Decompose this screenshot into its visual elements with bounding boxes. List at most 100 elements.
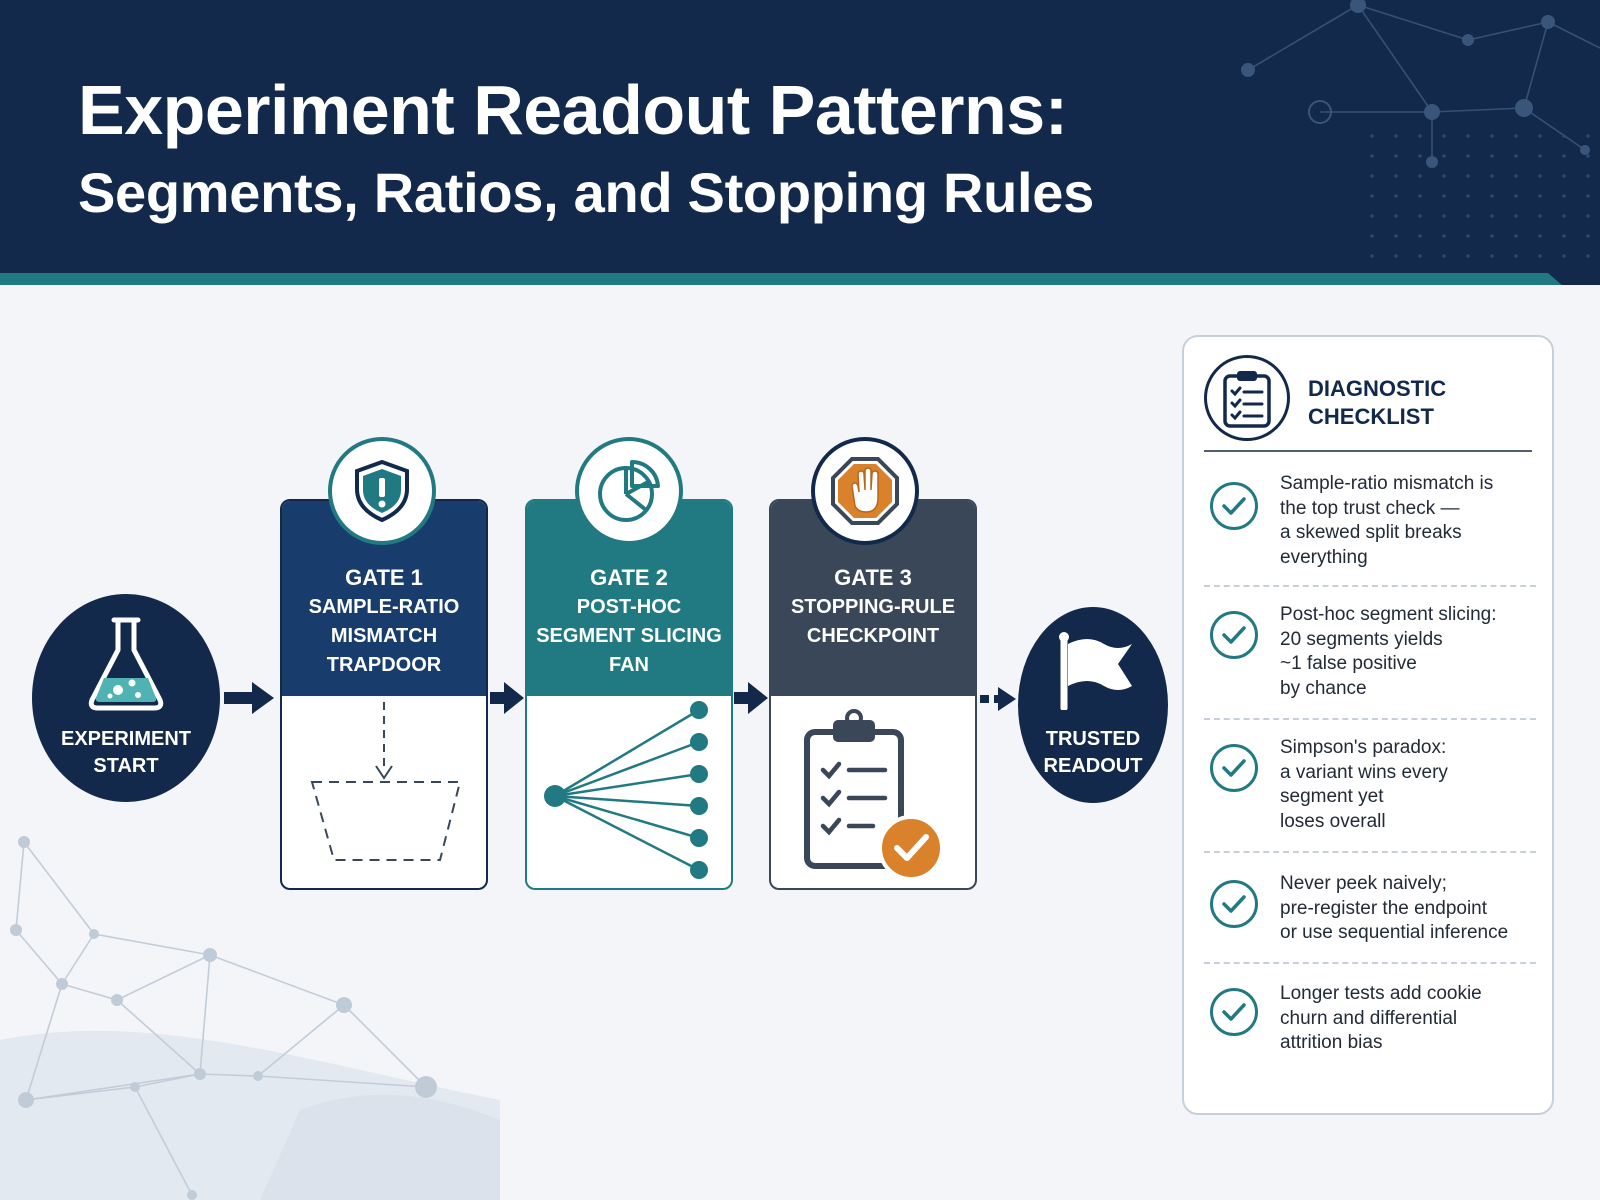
header-grid-dot	[1394, 154, 1398, 158]
checklist-line: Simpson's paradox:	[1280, 737, 1447, 758]
header-grid-dot	[1394, 254, 1398, 258]
gate-3-card: GATE 3 STOPPING-RULE CHECKPOINT	[769, 499, 977, 890]
header-grid-dot	[1562, 154, 1566, 158]
header-grid-dot	[1442, 134, 1446, 138]
checklist-item-text: Never peek naively; pre-register the end…	[1280, 872, 1540, 946]
header-grid-dot	[1514, 174, 1518, 178]
checklist-divider	[1204, 718, 1536, 720]
header-grid-dot	[1418, 154, 1422, 158]
header-grid-dot	[1466, 174, 1470, 178]
checklist-divider	[1204, 585, 1536, 587]
header-grid-dot	[1562, 194, 1566, 198]
checklist-line: a variant wins every	[1280, 761, 1448, 783]
diagnostic-checklist-panel: DIAGNOSTIC CHECKLIST Sample-ratio mismat…	[1182, 335, 1554, 1115]
header-grid-dot	[1586, 214, 1590, 218]
stop-hand-icon	[831, 457, 899, 525]
header-grid-dot	[1370, 154, 1374, 158]
header-grid-dot	[1490, 214, 1494, 218]
header-grid-dot	[1538, 254, 1542, 258]
header-grid-dot	[1514, 214, 1518, 218]
header-grid-dot	[1394, 214, 1398, 218]
header-grid-dot	[1370, 254, 1374, 258]
checklist-line: Post-hoc segment slicing:	[1280, 604, 1497, 625]
header-grid-dot	[1586, 254, 1590, 258]
checklist-line: loses overall	[1280, 810, 1386, 832]
header-grid-dot	[1418, 234, 1422, 238]
gate-3-title: GATE 3	[834, 565, 912, 590]
header-grid-dot	[1514, 194, 1518, 198]
header-grid-dot	[1514, 254, 1518, 258]
experiment-start-node: EXPERIMENT START	[32, 594, 220, 802]
checklist-line: or use sequential inference	[1280, 922, 1509, 943]
checklist-line: the top trust check —	[1280, 497, 1460, 519]
header-grid-dot	[1586, 154, 1590, 158]
header-grid-dot	[1538, 174, 1542, 178]
header-grid-dot	[1394, 174, 1398, 178]
end-label-line1: TRUSTED	[1045, 728, 1141, 750]
header-grid-dot	[1418, 134, 1422, 138]
gate-1-line-1: SAMPLE-RATIO	[308, 596, 460, 618]
gate-1-title: GATE 1	[345, 565, 423, 590]
page-subtitle: Segments, Ratios, and Stopping Rules	[78, 161, 1094, 224]
header-grid-dot	[1370, 134, 1374, 138]
checklist-title-line1: DIAGNOSTIC	[1308, 376, 1447, 401]
check-circle-icon	[1210, 611, 1258, 659]
header-grid-dot	[1370, 214, 1374, 218]
header-grid-dot	[1442, 174, 1446, 178]
header-grid-dot	[1514, 154, 1518, 158]
header-grid-dot	[1490, 234, 1494, 238]
flag-icon	[1059, 632, 1132, 710]
header-grid-dot	[1586, 134, 1590, 138]
checklist-line: churn and differential	[1280, 1007, 1458, 1029]
checklist-title: DIAGNOSTIC CHECKLIST	[1308, 375, 1508, 431]
gate-2-line-2: SEGMENT SLICING	[536, 625, 722, 647]
header-grid-dot	[1562, 174, 1566, 178]
header-grid-dot	[1442, 214, 1446, 218]
header-grid-dot	[1538, 234, 1542, 238]
header-grid-dot	[1538, 214, 1542, 218]
header-grid-dot	[1370, 174, 1374, 178]
header-grid-dot	[1442, 234, 1446, 238]
header-grid-dot	[1586, 194, 1590, 198]
checklist-line: attrition bias	[1280, 1032, 1383, 1053]
header-grid-dot	[1562, 254, 1566, 258]
shield-badge	[328, 437, 436, 545]
header-grid-dot	[1586, 234, 1590, 238]
clipboard-check-illustration	[804, 709, 944, 881]
checklist-line: segment yet	[1280, 786, 1384, 807]
flask-icon	[88, 617, 164, 711]
header-grid-dot	[1418, 214, 1422, 218]
header-grid-dot	[1442, 254, 1446, 258]
header-grid-dot	[1562, 214, 1566, 218]
header-grid-dot	[1442, 154, 1446, 158]
checklist-line: 20 segments yields	[1280, 628, 1443, 650]
gate-1-line-2: MISMATCH	[330, 625, 438, 647]
checklist-line: pre-register the endpoint	[1280, 897, 1488, 919]
start-label-line1: EXPERIMENT	[60, 728, 192, 750]
header-grid-dot	[1370, 234, 1374, 238]
header-grid-dot	[1466, 134, 1470, 138]
clipboard-list-icon	[1223, 371, 1271, 428]
checklist-divider	[1204, 962, 1536, 964]
header-grid-dot	[1394, 134, 1398, 138]
gate-1-line-3: TRAPDOOR	[326, 654, 442, 676]
header-grid-dot	[1466, 254, 1470, 258]
checklist-item-text: Post-hoc segment slicing: 20 segments yi…	[1280, 603, 1540, 701]
check-circle-icon	[1210, 482, 1258, 530]
checklist-line: ~1 false positive	[1280, 653, 1417, 674]
header-grid-dot	[1394, 234, 1398, 238]
checklist-line: Sample-ratio mismatch is	[1280, 473, 1494, 494]
checklist-item-text: Sample-ratio mismatch is the top trust c…	[1280, 472, 1540, 570]
header-grid-dot	[1538, 154, 1542, 158]
stop-badge	[811, 437, 919, 545]
header-grid-dot	[1466, 234, 1470, 238]
checklist-header-divider	[1204, 450, 1532, 452]
page-title: Experiment Readout Patterns:	[78, 71, 1068, 149]
header-grid-dot	[1538, 194, 1542, 198]
trusted-readout-node: TRUSTED READOUT	[1018, 607, 1168, 803]
segment-fan-illustration	[544, 701, 708, 879]
checklist-line: everything	[1280, 546, 1368, 568]
trapdoor-illustration	[310, 702, 462, 861]
gate-3-header: GATE 3 STOPPING-RULE CHECKPOINT	[771, 501, 975, 696]
header-grid-dot	[1418, 194, 1422, 198]
